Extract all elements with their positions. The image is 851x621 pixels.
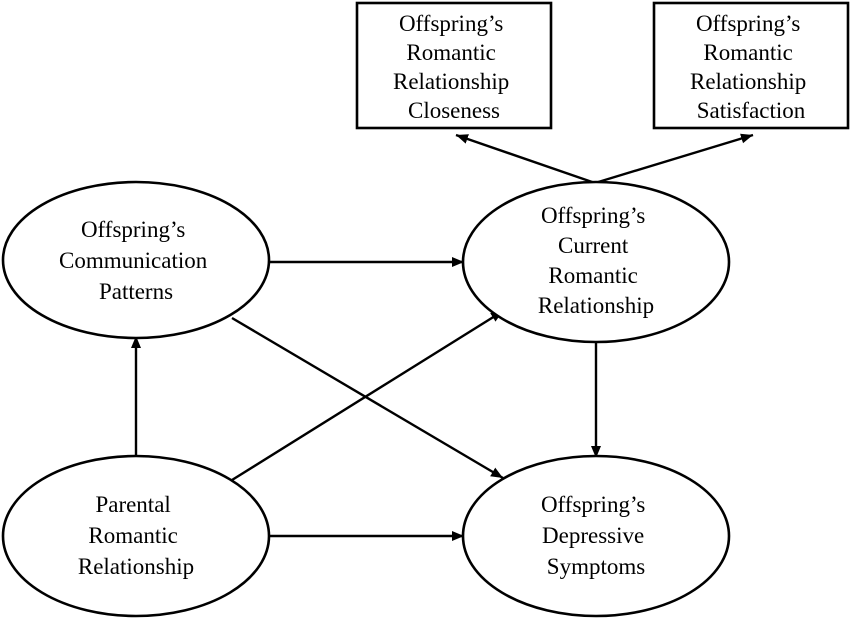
box-satisfaction-line-1: Offspring’s <box>696 11 800 36</box>
box-satisfaction-line-2: Romantic <box>703 40 792 65</box>
box-satisfaction: Offspring’s Romantic Relationship Satisf… <box>652 1 850 130</box>
edge-parental-to-current <box>231 309 504 482</box>
box-closeness-line-2: Romantic <box>406 40 495 65</box>
svg-text:Offspring’s Romantic: Offspring’s Romantic Relationship Closen… <box>393 11 515 123</box>
edge-current-to-satisfaction <box>594 133 754 185</box>
svg-text:Offspring’s Current: Offspring’s Current Romantic Relationshi… <box>538 203 654 318</box>
node-parental-line-3: Relationship <box>78 554 194 579</box>
node-current-relationship-line-4: Relationship <box>538 293 654 318</box>
node-current-relationship-line-3: Romantic <box>548 263 637 288</box>
node-communication-line-2: Communication <box>59 248 208 273</box>
node-depressive-line-3: Symptoms <box>547 554 645 579</box>
svg-text:Offspring’s Depressive: Offspring’s Depressive Symptoms <box>541 492 651 579</box>
svg-text:Offspring’s Romantic: Offspring’s Romantic Relationship Satisf… <box>690 11 812 123</box>
node-depressive-line-1: Offspring’s <box>541 492 645 517</box>
node-parental-line-2: Romantic <box>88 523 177 548</box>
node-current-relationship-line-2: Current <box>558 233 629 258</box>
box-closeness: Offspring’s Romantic Relationship Closen… <box>355 1 553 130</box>
node-communication-line-1: Offspring’s <box>81 217 185 242</box>
node-current-relationship: Offspring’s Current Romantic Relationshi… <box>461 180 731 344</box>
edge-current-to-closeness <box>455 133 596 185</box>
svg-text:Offspring’s Communicatio: Offspring’s Communication Patterns <box>59 217 213 304</box>
node-communication-line-3: Patterns <box>99 279 173 304</box>
edge-communication-to-depressive <box>231 316 504 480</box>
svg-text:Parental Romantic: Parental Romantic Relationship <box>78 492 194 579</box>
node-parental: Parental Romantic Relationship <box>1 454 271 618</box>
box-satisfaction-line-4: Satisfaction <box>697 98 806 123</box>
box-closeness-line-3: Relationship <box>393 69 509 94</box>
node-communication: Offspring’s Communication Patterns <box>1 180 271 340</box>
edges <box>131 133 754 541</box>
box-satisfaction-line-3: Relationship <box>690 69 806 94</box>
node-current-relationship-line-1: Offspring’s <box>541 203 645 228</box>
node-depressive-line-2: Depressive <box>542 523 644 548</box>
node-depressive: Offspring’s Depressive Symptoms <box>461 454 731 618</box>
box-closeness-line-4: Closeness <box>408 98 500 123</box>
box-closeness-line-1: Offspring’s <box>399 11 503 36</box>
node-parental-line-1: Parental <box>95 492 170 517</box>
